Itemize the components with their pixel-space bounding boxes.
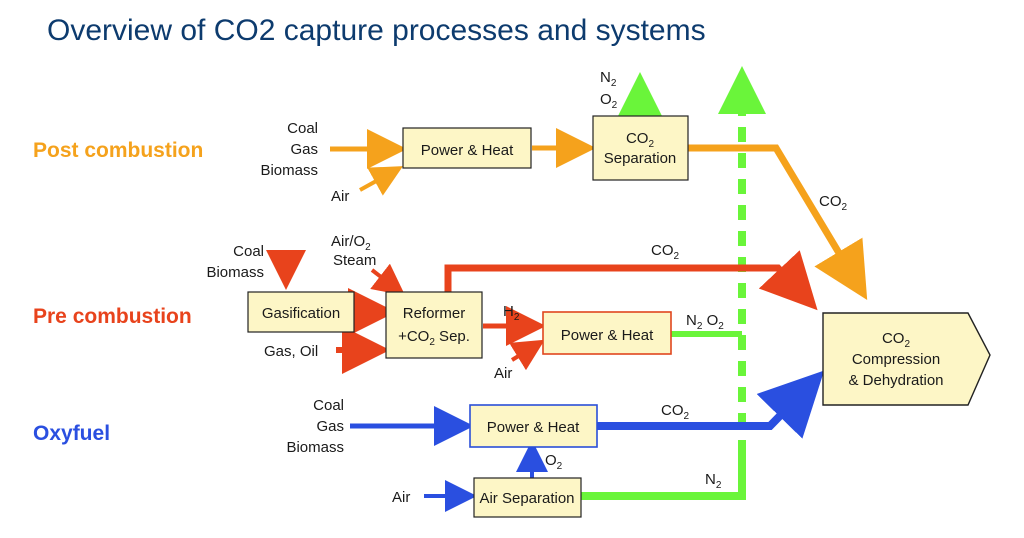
oxy-n2-label: N2 — [705, 471, 722, 491]
pre-reformer-label-2: +CO2 Sep. — [398, 328, 470, 348]
oxy-o2-label: O2 — [545, 452, 563, 472]
oxy-fuel-gas: Gas — [316, 418, 344, 435]
green-oxy-n2-line — [581, 440, 746, 500]
oxy-power-heat-box — [469, 404, 598, 448]
pre-air-label: Air — [494, 365, 512, 382]
page-title: Overview of CO2 capture processes and sy… — [47, 14, 706, 47]
pre-gasification-box — [247, 291, 355, 333]
pre-power-heat-label: Power & Heat — [561, 327, 654, 344]
post-co2-label: CO2 — [819, 193, 848, 213]
post-fuel-gas: Gas — [290, 141, 318, 158]
post-power-heat-label: Power & Heat — [421, 142, 514, 159]
pre-reformer-box — [385, 291, 483, 359]
pre-reformer-label-1: Reformer — [403, 305, 466, 322]
co2-compression-box — [822, 312, 991, 406]
pre-power-heat-box — [542, 311, 672, 355]
pre-fuel-biomass: Biomass — [206, 264, 264, 281]
pre-combustion-flow — [266, 250, 818, 374]
post-fuel-coal: Coal — [287, 120, 318, 137]
pre-airo2-label: Air/O2 — [331, 233, 371, 253]
oxy-air-separation-box — [473, 477, 582, 518]
pre-fuel-coal: Coal — [233, 243, 264, 260]
post-fuel-biomass: Biomass — [260, 162, 318, 179]
oxy-fuel-biomass: Biomass — [286, 439, 344, 456]
pre-h2-label: H2 — [503, 303, 520, 323]
post-co2-separation-label-2: Separation — [604, 150, 677, 167]
pre-airo2-arrow — [370, 263, 406, 296]
post-air-label: Air — [331, 188, 349, 205]
pre-n2o2-label: N2 O2 — [686, 312, 724, 332]
green-vent-lines — [581, 66, 766, 500]
oxy-co2-label: CO2 — [661, 402, 690, 422]
post-co2-separation-label-1: CO2 — [626, 130, 655, 150]
co2-compression-label-2: Compression — [852, 351, 940, 368]
post-co2-separation-box — [592, 115, 689, 181]
oxy-fuel-coal: Coal — [313, 397, 344, 414]
post-air-arrow — [359, 166, 403, 196]
pre-gas-oil-label: Gas, Oil — [264, 343, 318, 360]
post-co2-arrow — [688, 144, 868, 301]
post-vent-n2: N2 — [600, 69, 617, 89]
pre-co2-label: CO2 — [651, 242, 680, 262]
oxy-air-separation-label: Air Separation — [479, 490, 574, 507]
pre-gasification-label: Gasification — [262, 305, 340, 322]
post-combustion-flow — [330, 128, 868, 301]
label-oxyfuel: Oxyfuel — [33, 422, 110, 445]
post-vent-o2: O2 — [600, 91, 618, 111]
oxy-air-label: Air — [392, 489, 410, 506]
pre-air-arrow — [509, 339, 545, 371]
co2-compression-label-1: CO2 — [882, 330, 911, 350]
pre-co2-arrow — [444, 250, 818, 311]
oxy-power-heat-label: Power & Heat — [487, 419, 580, 436]
label-post-combustion: Post combustion — [33, 139, 203, 162]
oxy-co2-arrow — [597, 370, 825, 439]
pre-steam-label: Steam — [333, 252, 376, 269]
post-power-heat-box — [402, 127, 532, 169]
co2-compression-label-3: & Dehydration — [848, 372, 943, 389]
oxyfuel-flow — [350, 370, 825, 512]
label-pre-combustion: Pre combustion — [33, 305, 192, 328]
